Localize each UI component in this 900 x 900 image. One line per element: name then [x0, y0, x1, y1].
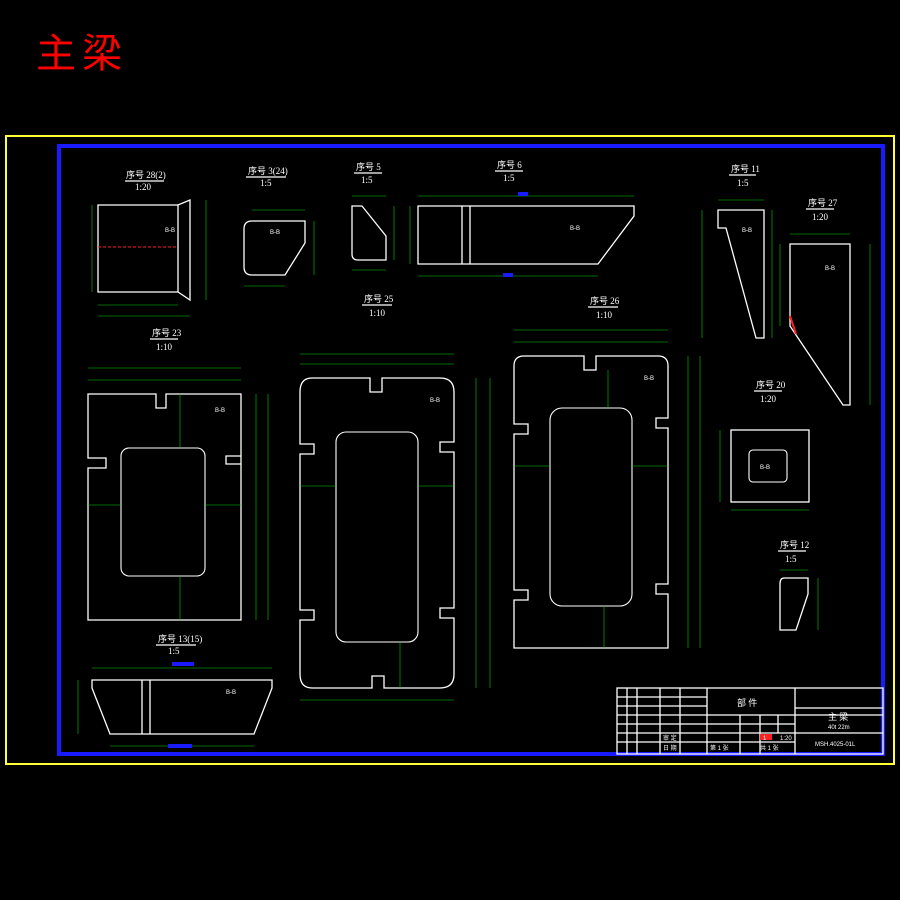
page-title: 主梁: [36, 31, 128, 77]
part-28-view: 序号 28(2) 1:20 B-B: [91, 169, 207, 317]
inner-frame: [57, 144, 885, 756]
svg-text:B-B: B-B: [215, 408, 225, 414]
part-27-scale: 1:20: [812, 212, 829, 222]
part-6-label: 序号 6: [497, 159, 522, 170]
svg-text:B-B: B-B: [644, 376, 654, 382]
part-3-label: 序号 3(24): [248, 165, 288, 176]
svg-text:B-B: B-B: [760, 465, 770, 471]
part-5-view: 序号 5 1:5: [351, 161, 395, 271]
title-block-scale: 1:20: [780, 736, 792, 742]
part-13-view: 序号 13(15) 1:5 B-B: [77, 633, 273, 748]
svg-text:B-B: B-B: [226, 690, 236, 696]
svg-text:B-B: B-B: [570, 226, 580, 232]
part-20-view: 序号 20 1:20 B-B: [719, 379, 810, 511]
part-12-view: 序号 12 1:5: [778, 539, 819, 631]
part-12-label: 序号 12: [780, 539, 809, 550]
part-25-view: 序号 25 1:10 B-B: [299, 293, 491, 701]
part-26-scale: 1:10: [596, 310, 613, 320]
part-11-label: 序号 11: [731, 163, 760, 174]
svg-text:B-B: B-B: [825, 266, 835, 272]
part-27-view: 序号 27 1:20 B-B: [779, 197, 871, 406]
svg-text:B-B: B-B: [430, 398, 440, 404]
title-block-spec: 40t 22m: [828, 725, 850, 731]
part-26-view: 序号 26 1:10 B-B: [513, 295, 701, 649]
svg-text:B-B: B-B: [270, 230, 280, 236]
title-block-sheet-no: 第 1 张: [710, 744, 729, 752]
part-6-scale: 1:5: [503, 173, 515, 183]
part-25-scale: 1:10: [369, 308, 386, 318]
title-block-sheet-info: 共 1 张: [760, 744, 779, 752]
part-26-label: 序号 26: [590, 295, 620, 306]
part-13-scale: 1:5: [168, 646, 180, 656]
part-25-label: 序号 25: [364, 293, 394, 304]
title-block-header: 部 件: [737, 697, 757, 708]
part-5-label: 序号 5: [356, 161, 381, 172]
part-6-view: 序号 6 1:5 B-B: [409, 159, 635, 277]
part-23-scale: 1:10: [156, 342, 173, 352]
part-23-label: 序号 23: [152, 327, 182, 338]
part-3-view: 序号 3(24) 1:5 B-B: [243, 165, 315, 287]
part-27-label: 序号 27: [808, 197, 838, 208]
part-3-scale: 1:5: [260, 178, 272, 188]
part-20-label: 序号 20: [756, 379, 786, 390]
title-block-date-label: 日 期: [663, 744, 677, 752]
title-block-drawing-no: MSH.4025-01L: [815, 742, 856, 748]
part-28-scale: 1:20: [135, 182, 152, 192]
svg-text:B-B: B-B: [165, 228, 175, 234]
outer-frame: [5, 135, 895, 765]
part-23-view: 序号 23 1:10 B-B: [87, 327, 269, 621]
title-block: 部 件 主 梁 40t 22m MSH.4025-01L 1:20 1 第 1 …: [616, 687, 884, 755]
part-11-view: 序号 11 1:5 B-B: [701, 163, 773, 339]
part-20-scale: 1:20: [760, 394, 777, 404]
part-11-scale: 1:5: [737, 178, 749, 188]
svg-text:B-B: B-B: [742, 228, 752, 234]
part-5-scale: 1:5: [361, 175, 373, 185]
part-13-label: 序号 13(15): [158, 633, 202, 644]
part-28-label: 序号 28(2): [126, 169, 166, 180]
title-block-weight: 1: [763, 736, 767, 742]
title-block-part-name: 主 梁: [828, 711, 848, 722]
part-12-scale: 1:5: [785, 554, 797, 564]
title-block-approval: 审 定: [663, 734, 677, 742]
